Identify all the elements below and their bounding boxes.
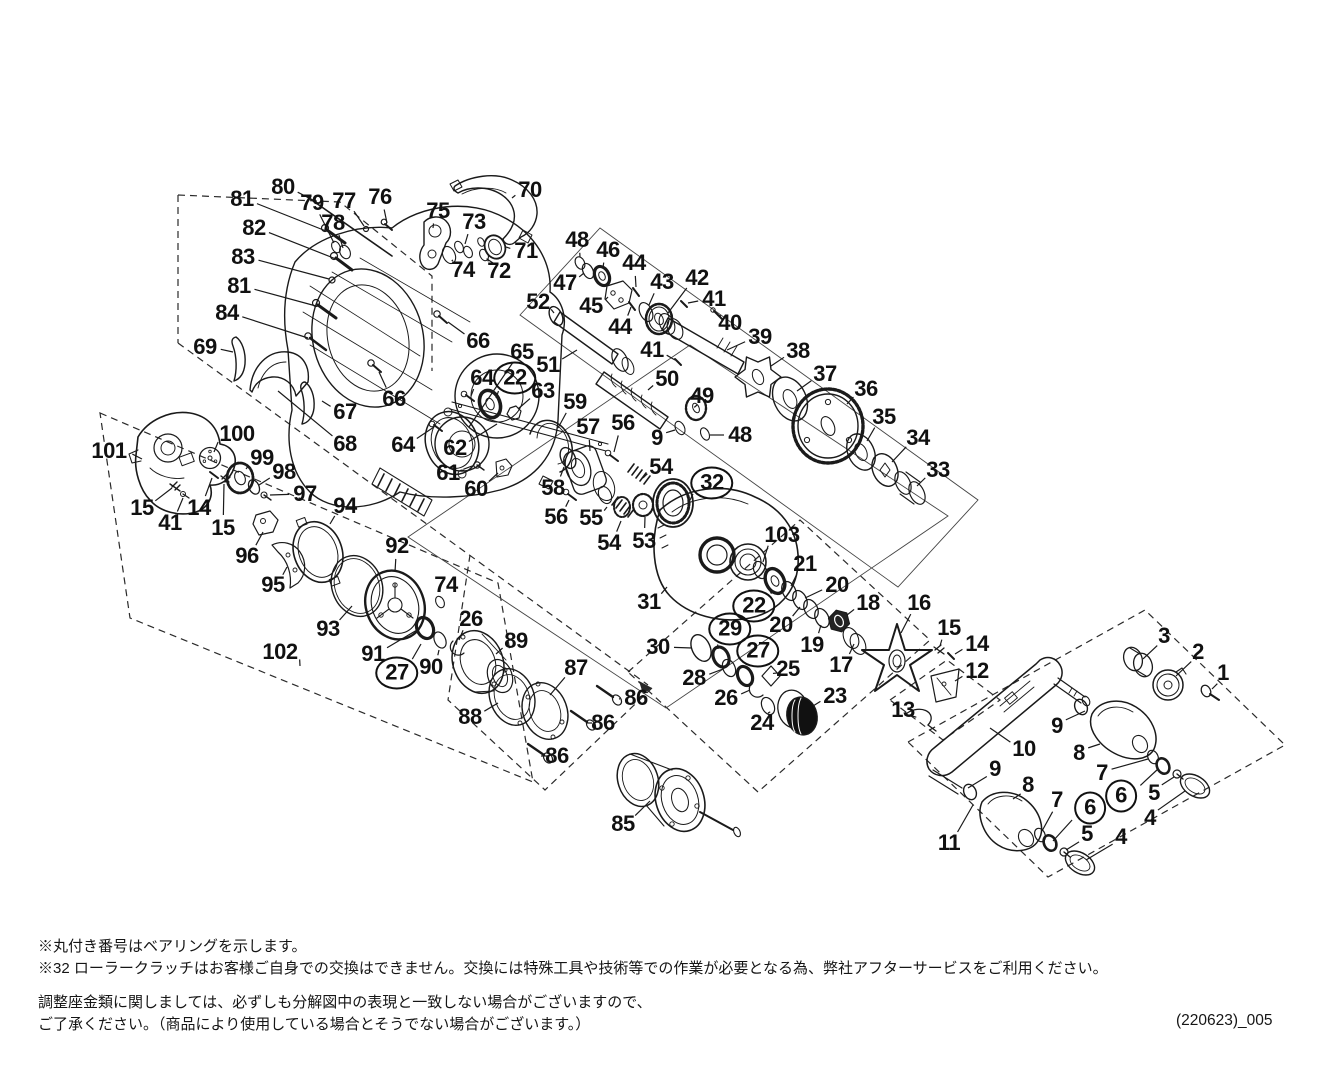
worm-shaft-group: [548, 305, 711, 441]
tension-knob-stack: [690, 634, 818, 736]
footnote-roller-clutch: ※32 ローラークラッチはお客様ご自身での交換はできません。交換には特殊工具や技…: [38, 960, 1108, 977]
footnotes: ※丸付き番号はベアリングを示します。 ※32 ローラークラッチはお客様ご自身での…: [38, 936, 1108, 1036]
clutch-yoke-group: [424, 388, 694, 528]
leader-lines: [132, 191, 1218, 861]
group-boxes-dashed: [99, 194, 1286, 878]
brake-unit: [128, 411, 465, 656]
footnote-washers-2: ご了承ください。（商品により使用している場合とそうでない場合がございます。）: [38, 1016, 591, 1033]
reel-parts-art: [128, 175, 1220, 876]
footnote-bearing: ※丸付き番号はベアリングを示します。: [38, 938, 307, 955]
frame-screws: [304, 195, 448, 373]
gear-train: [574, 256, 926, 505]
group-boxes-solid: [407, 227, 979, 709]
cover-shells: [231, 336, 315, 425]
spool-group: [451, 629, 741, 838]
side-cover-and-drag: [653, 487, 960, 732]
group-arrow: [639, 681, 652, 694]
footnote-washers-1: 調整座金類に関しましては、必ずしも分解図中の表現と一致しない場合がございますので…: [38, 994, 652, 1011]
frame-body: [284, 205, 566, 517]
handle-assembly: [926, 646, 1220, 876]
clutch-bar-and-knob-parts: [419, 175, 538, 271]
document-number: (220623)_005: [1176, 1012, 1273, 1029]
